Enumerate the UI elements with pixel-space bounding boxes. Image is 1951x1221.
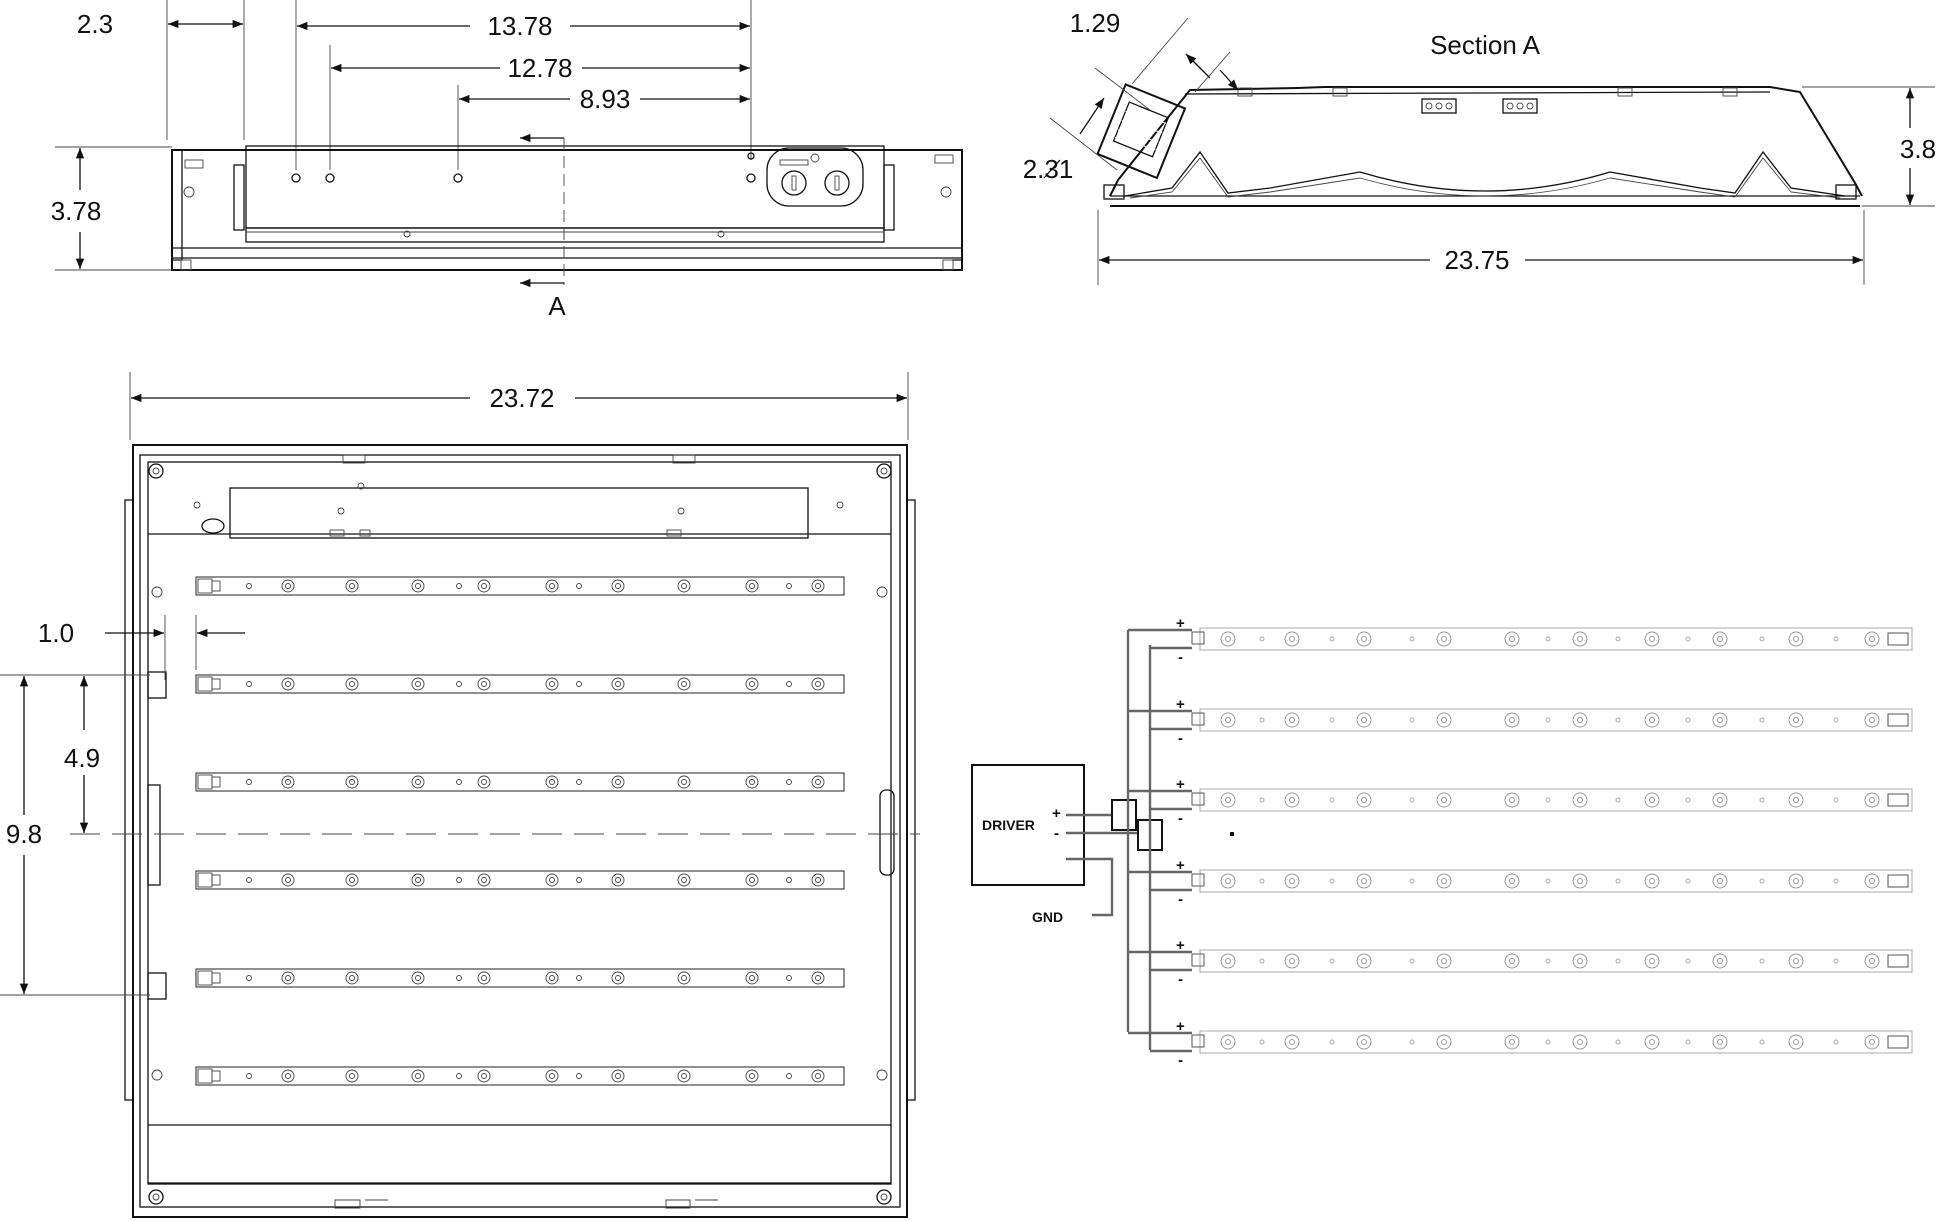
section-view: Section A 1.29	[1023, 8, 1936, 285]
section-dim-1-29: 1.29	[1070, 8, 1121, 38]
plan-led-strip	[195, 968, 845, 988]
driver-plus: +	[1052, 805, 1061, 822]
front-dim-13-78: 13.78	[487, 11, 552, 41]
strip-minus-sign: -	[1178, 1052, 1183, 1069]
plan-dim-edge: 1.0	[38, 618, 74, 648]
gnd-label: GND	[1032, 909, 1063, 925]
strip-plus-sign: +	[1176, 937, 1185, 954]
plan-dim-spacing: 9.8	[6, 819, 42, 849]
strip-minus-sign: -	[1178, 649, 1183, 666]
strip-plus-sign: +	[1176, 696, 1185, 713]
driver-box	[971, 764, 1085, 886]
wiring-led-strip: +-	[1128, 937, 1913, 988]
plan-led-strip	[195, 870, 845, 890]
strip-minus-sign: -	[1178, 971, 1183, 988]
wiring-led-strips: +-+-+-+-+-+-	[1128, 615, 1913, 1069]
strip-minus-sign: -	[1178, 730, 1183, 747]
plan-led-strip	[195, 772, 845, 792]
front-dim-height: 3.78	[51, 196, 102, 226]
section-dim-width: 23.75	[1444, 245, 1509, 275]
plan-led-strip	[195, 576, 845, 596]
wiring-led-strip: +-	[1128, 1018, 1913, 1069]
driver-minus: -	[1054, 825, 1059, 842]
plan-view: 23.72	[0, 372, 920, 1218]
strip-plus-sign: +	[1176, 1018, 1185, 1035]
front-dim-offset: 2.3	[77, 9, 113, 39]
section-dim-2-31: 2.31	[1023, 154, 1074, 184]
wiring-led-strip: +-	[1128, 615, 1913, 666]
driver-label: DRIVER	[982, 817, 1035, 833]
wiring-led-strip: +-	[1128, 776, 1913, 827]
wiring-diagram: DRIVER + - GND +-+-+-+-+-+-	[971, 615, 1913, 1069]
strip-minus-sign: -	[1178, 810, 1183, 827]
splice-positive	[1111, 799, 1137, 831]
front-view: 2.3 13.78 12.78 8.93 3.78	[51, 0, 963, 321]
front-dim-8-93: 8.93	[580, 84, 631, 114]
plan-dim-half: 4.9	[64, 743, 100, 773]
strip-minus-sign: -	[1178, 891, 1183, 908]
plan-led-strip	[195, 674, 845, 694]
wiring-led-strip: +-	[1128, 696, 1913, 747]
front-dim-12-78: 12.78	[507, 53, 572, 83]
section-dim-height: 3.8	[1900, 134, 1936, 164]
strip-plus-sign: +	[1176, 776, 1185, 793]
plan-led-strips	[195, 576, 845, 1086]
strip-plus-sign: +	[1176, 615, 1185, 632]
section-title: Section A	[1430, 30, 1541, 60]
strip-plus-sign: +	[1176, 857, 1185, 874]
section-marker-label: A	[548, 291, 566, 321]
plan-dim-width: 23.72	[489, 383, 554, 413]
wiring-led-strip: +-	[1128, 857, 1913, 908]
plan-led-strip	[195, 1066, 845, 1086]
